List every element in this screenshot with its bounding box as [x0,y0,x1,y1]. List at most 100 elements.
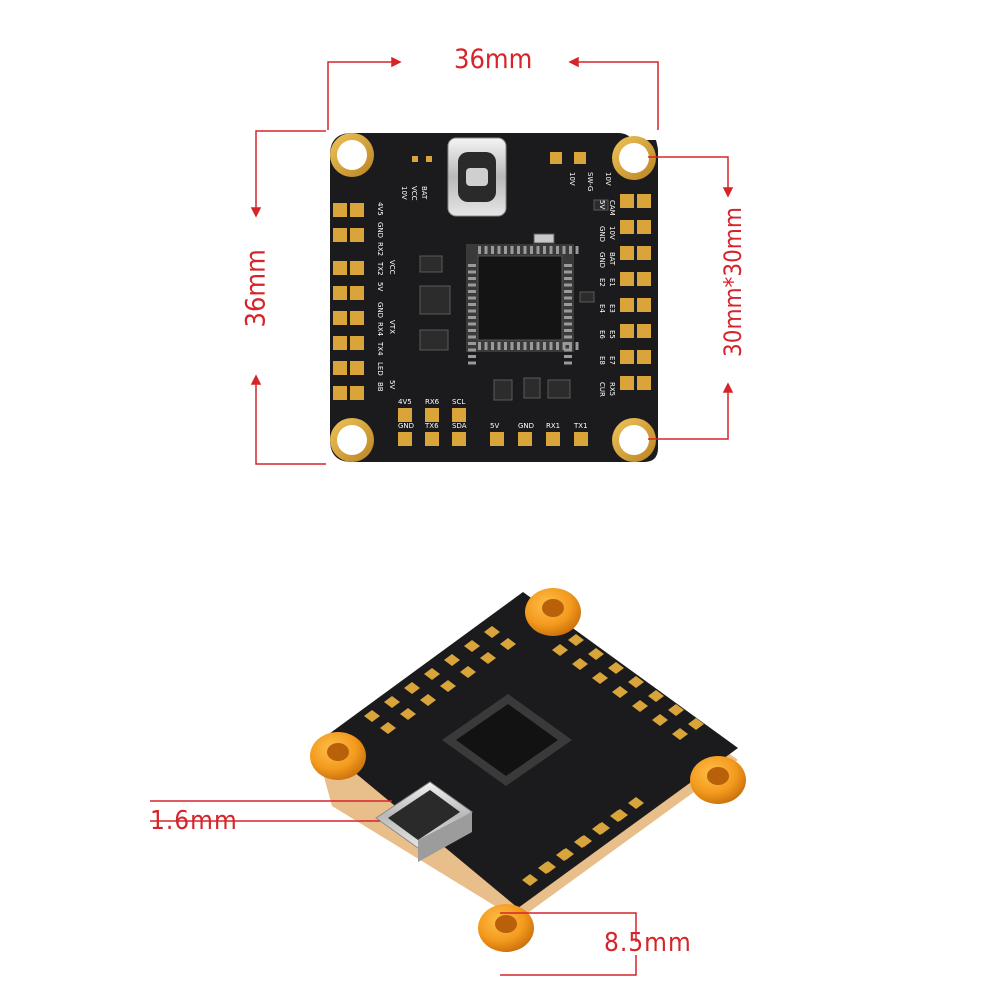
solder-pad [333,336,347,350]
solder-pad [648,690,664,702]
solder-pad [500,638,516,650]
solder-pad [364,710,380,722]
silk-label-left: RX2 [376,242,384,256]
mcu-pin [468,342,476,345]
mcu-pin [556,342,559,350]
silk-label-right: CUR [598,382,606,397]
mcu-pin [510,342,514,350]
solder-pad [637,376,651,390]
mcu-pin [569,246,572,254]
solder-pad [404,682,420,694]
mcu-pin [468,296,476,300]
mcu-pin [468,277,476,280]
solder-pad [452,432,466,446]
mcu-pin [536,342,540,350]
solder-pad [620,350,634,364]
usb-c-port-top [447,137,507,217]
silk-label-top: 10V [604,172,612,186]
solder-pad [522,874,538,886]
solder-pad [637,246,651,260]
solder-pad [620,272,634,286]
solder-pad [333,228,347,242]
solder-pad [592,672,608,684]
mcu-pin [468,309,476,313]
solder-pad [637,220,651,234]
solder-pad [612,686,628,698]
usb-c-port-angled [375,781,473,862]
solder-pad [668,704,684,716]
solder-pad [350,261,364,275]
solder-pad [424,668,440,680]
solder-pad [540,861,556,873]
mcu-pin [564,309,572,313]
top-width-label: 36mm [454,44,533,75]
solder-pad [464,640,480,652]
mcu-pin [549,246,553,254]
silk-label-left: 4V5 [376,202,384,216]
solder-pad [608,662,624,674]
pcb-thickness-label: 1.6mm [150,806,238,836]
solder-pad [637,194,651,208]
solder-pad [480,652,496,664]
solder-pad [333,386,347,400]
solder-pad [568,634,584,646]
mcu-pin [564,361,572,365]
mcu-pin [564,335,572,339]
solder-pad [425,408,439,422]
solder-pad [620,376,634,390]
solder-pad [426,156,432,162]
mcu-pin [504,342,507,350]
solder-pad [350,203,364,217]
mcu-pin [556,246,559,254]
solder-pad [594,822,610,834]
solder-pad [628,676,644,688]
solder-pad [350,311,364,325]
mcu-pin [468,290,476,293]
grommet-bottom [478,904,534,952]
solder-pad [420,694,436,706]
solder-pad [620,324,634,338]
solder-pad [333,203,347,217]
silk-label-vcc: BAT [420,186,428,200]
solder-pad [484,626,500,638]
mcu-pin [484,246,488,254]
silk-label-right: E7 [608,356,616,365]
mcu-pin [468,361,476,365]
silk-label-bottom: TX6 [424,422,439,430]
mcu-pin [468,329,476,332]
solder-pad [518,432,532,446]
mcu-pin [575,246,579,254]
mount-hole-top-left [330,133,374,177]
silk-label-bottom: RX1 [546,422,560,430]
silk-label-right: BAT [608,252,616,266]
mcu-pin [491,246,494,254]
silk-label-bottom: 5V [490,422,499,430]
mcu-pin [564,296,572,300]
mcu-pin [523,342,527,350]
mcu-pin [543,342,546,350]
silk-label-side: VTX [388,320,396,334]
silk-label-right: 5V [598,200,606,209]
mcu-pin [468,283,476,287]
grommet-top [525,588,581,636]
solder-pad [350,386,364,400]
mount-pattern-label: 30mm*30mm [719,207,747,357]
silk-label-right: CAM [608,200,616,216]
solder-pad [333,286,347,300]
solder-pads-top [333,152,651,446]
mcu-pin [549,342,553,350]
mcu-pin [564,329,572,332]
silk-label-left: 5V [376,282,384,291]
solder-pad [574,432,588,446]
mcu-pin [468,316,476,319]
mcu-pin [478,342,481,350]
mcu-chip-angled [442,694,572,786]
solder-pad [620,220,634,234]
silk-label-right: RX5 [608,382,616,396]
mcu-pin [530,342,533,350]
solder-pad [588,648,604,660]
mcu-pin [530,246,533,254]
dimension-lines-top [250,56,734,465]
silk-label-left: TX2 [376,261,384,276]
